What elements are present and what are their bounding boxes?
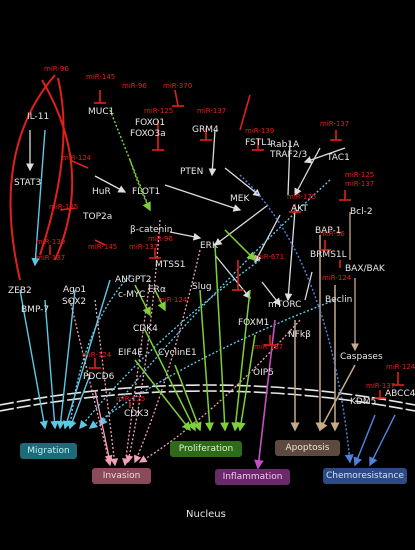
mirna-label: miR-124	[322, 274, 352, 282]
mirna-label: miR-137	[36, 254, 66, 262]
mirna-label: miR-139	[36, 238, 66, 246]
mirna-label: miR-137	[254, 343, 284, 351]
mirna-label: miR-145	[88, 243, 118, 251]
node-foxo3a: FOXO3a	[130, 129, 166, 139]
node-muc1: MUC1	[88, 107, 115, 117]
chemoresistance-arrows	[239, 174, 396, 467]
node-mts51: MTSS1	[155, 260, 186, 270]
node-cyclin: CyclinE1	[158, 348, 197, 358]
node-tac1: TAC1	[327, 153, 350, 163]
mirna-label: miR-124	[62, 154, 92, 162]
mirna-label: miR-125	[116, 395, 146, 403]
mirna-label: miR-137	[345, 180, 375, 188]
mirna-label: miR-125	[49, 203, 79, 211]
outcome-apoptosis: Apoptosis	[275, 440, 340, 456]
node-foxo1: FOXO1	[135, 118, 166, 128]
node-traf: TRAF2/3	[270, 150, 308, 160]
node-era: ERα	[148, 285, 166, 295]
mirna-label: miR-124	[82, 351, 112, 359]
node-bcat: β-catenin	[130, 225, 173, 235]
node-caspases: Caspases	[340, 352, 383, 362]
mirna-label: miR-137	[320, 120, 350, 128]
outcome-invasion: Invasion	[92, 468, 151, 484]
node-rab1a: Rab1A	[270, 140, 300, 150]
outcome-chemoresistance: Chemoresistance	[323, 468, 407, 484]
node-kdm5: KDM5	[350, 397, 377, 407]
outcome-inflammation: Inflammation	[215, 469, 290, 485]
inhibition-bars	[49, 89, 404, 408]
mirna-label: miR-139	[245, 127, 275, 135]
node-pdcd6: PDCD6	[83, 372, 115, 382]
node-slug: Slug	[192, 282, 212, 292]
node-oip5: OIP5	[253, 368, 274, 378]
node-stat3: STAT3	[14, 178, 42, 188]
node-grm4: GRM4	[192, 125, 219, 135]
node-akt: AKT	[291, 204, 308, 214]
mirna-label: miR-137	[197, 107, 227, 115]
mirna-label: miR-137	[366, 382, 396, 390]
node-flot1: FLOT1	[132, 187, 161, 197]
node-ago1: Ago1	[63, 285, 87, 295]
node-il11: IL-11	[27, 112, 50, 122]
node-angpt2: ANGPT2	[115, 275, 152, 285]
mirna-label: miR-145	[86, 73, 116, 81]
mirna-label: miR-96	[122, 82, 147, 90]
node-sox2: SOX2	[62, 297, 87, 307]
node-hur: HuR	[92, 187, 111, 197]
mirna-label: miR-124	[158, 296, 188, 304]
mirna-label: miR-125	[144, 107, 174, 115]
nucleus-label: Nucleus	[186, 509, 226, 520]
mirna-label: miR-125	[287, 193, 317, 201]
node-cdk4: CDK4	[133, 324, 158, 334]
node-beclin: Beclin	[325, 295, 353, 305]
node-fstl1: FSTL1	[245, 138, 272, 148]
outcome-proliferation: Proliferation	[170, 441, 242, 457]
node-eif4e: EIF4E	[118, 348, 143, 358]
node-mek: MEK	[230, 194, 250, 204]
mirna-label: miR-125	[345, 171, 375, 179]
node-baxbak: BAX/BAK	[345, 264, 385, 274]
mirna-arcs	[9, 74, 74, 281]
mirna-label: miR-96	[320, 230, 345, 238]
invasion-arrows	[69, 219, 301, 467]
node-cmyc: c-MYC	[118, 290, 146, 300]
node-bmp7: BMP-7	[21, 305, 50, 315]
mirna-label: miR-96	[148, 235, 173, 243]
node-erk: ERK	[200, 241, 218, 251]
node-brms1l: BRMS1L	[310, 250, 347, 260]
mirna-label: miR-671	[255, 253, 285, 261]
node-foxm1: FOXM1	[238, 318, 270, 328]
node-bcl2: Bcl-2	[350, 207, 373, 217]
node-pten: PTEN	[180, 167, 204, 177]
migration-arrows	[19, 129, 336, 430]
node-cdk3: CDK3	[124, 409, 149, 419]
node-zeb2: ZEB2	[8, 286, 32, 296]
proliferation-arrows	[109, 109, 257, 432]
signaling-arrows	[26, 129, 359, 352]
node-abcc4: ABCC4	[385, 389, 415, 399]
apoptosis-arrows	[290, 235, 356, 432]
node-nfkb: NFkβ	[288, 330, 311, 340]
outcome-migration: Migration	[20, 443, 77, 459]
mirna-label: miR-370	[163, 82, 193, 90]
node-mtorc: mTORC	[268, 300, 302, 310]
mirna-label: miR-96	[44, 65, 69, 73]
node-top2a: TOP2a	[83, 212, 113, 222]
mirna-label: miR-137	[129, 243, 159, 251]
node-bap1: BAP-1	[315, 226, 342, 236]
mirna-label: miR-124	[386, 363, 415, 371]
